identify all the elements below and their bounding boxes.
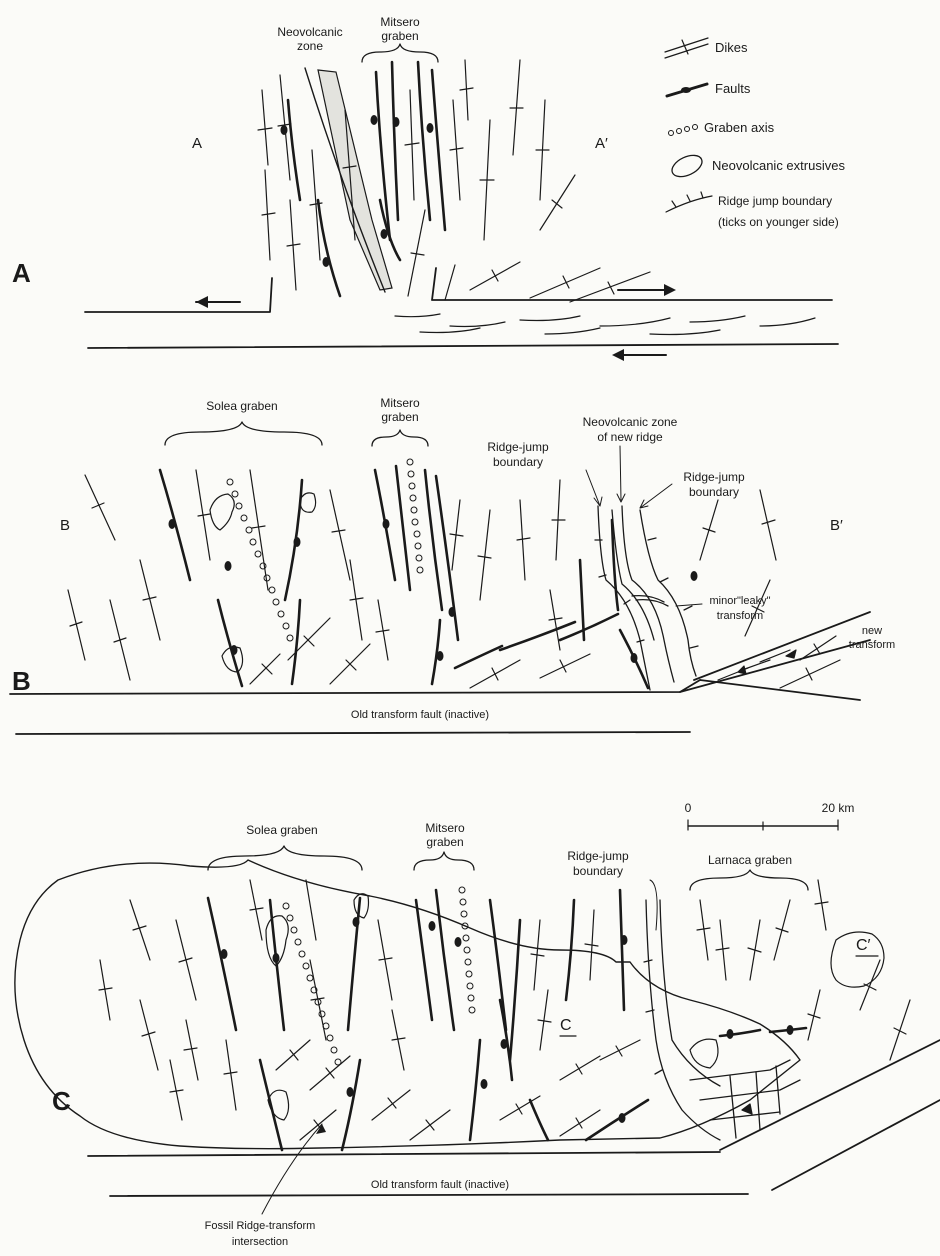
scale-bar: 0 20 km bbox=[685, 801, 855, 830]
panel-c-fossil-label-1: Fossil Ridge-transform bbox=[205, 1220, 316, 1232]
legend-ridge-jump-symbol bbox=[666, 192, 712, 212]
panel-c-fossil-label-2: intersection bbox=[232, 1236, 288, 1248]
panel-b-solea-label: Solea graben bbox=[206, 399, 277, 413]
panel-b-rj-left-label-2: boundary bbox=[493, 455, 543, 469]
legend-graben-axis-label: Graben axis bbox=[704, 120, 775, 135]
panel-c-mitsero-brace bbox=[414, 852, 474, 870]
panel-b-section-left: B bbox=[60, 517, 70, 534]
panel-a-mitsero-brace bbox=[362, 44, 438, 62]
panel-b-mitsero-brace bbox=[372, 430, 428, 446]
panel-c: C 0 20 km Solea graben Mitsero graben Ri… bbox=[15, 801, 940, 1248]
panel-c-rj-label-1: Ridge-jump bbox=[567, 849, 629, 863]
legend-dikes-symbol bbox=[665, 38, 708, 58]
panel-b-neo-label-2: of new ridge bbox=[597, 430, 663, 444]
panel-c-old-transform-label: Old transform fault (inactive) bbox=[371, 1179, 509, 1191]
panel-c-outcrops bbox=[266, 894, 718, 1120]
panel-a-section-left: A bbox=[192, 135, 202, 152]
panel-b-mitsero-label-2: graben bbox=[381, 410, 418, 424]
panel-a-transform bbox=[85, 268, 838, 348]
panel-c-faults bbox=[208, 890, 806, 1150]
panel-a-shear-fabric bbox=[395, 314, 815, 335]
legend: Dikes Faults Graben axis Neovolcanic ext… bbox=[665, 38, 845, 229]
panel-b-new-transform-label-1: new bbox=[862, 625, 882, 637]
panel-a: A Neovolcanic zone Mitsero graben A A′ bbox=[12, 15, 838, 361]
panel-b-mitsero-label-1: Mitsero bbox=[380, 396, 420, 410]
panel-c-solea-label: Solea graben bbox=[246, 823, 317, 837]
legend-dikes-label: Dikes bbox=[715, 40, 748, 55]
scale-bar-zero: 0 bbox=[685, 801, 692, 815]
panel-a-section-right: A′ bbox=[595, 135, 608, 152]
panel-b-rj-right-label-1: Ridge-jump bbox=[683, 470, 745, 484]
panel-c-larnaca-brace bbox=[690, 870, 808, 890]
legend-faults-symbol bbox=[667, 84, 707, 96]
panel-b-new-transform-label-2: transform bbox=[849, 639, 895, 651]
panel-b-leaky-label-1: minor"leaky" bbox=[710, 595, 771, 607]
panel-a-motion-arrows bbox=[196, 284, 676, 361]
panel-a-mitsero-label-1: Mitsero bbox=[380, 15, 420, 29]
panel-b-mitsero-axis bbox=[407, 459, 423, 573]
panel-c-transform bbox=[88, 1040, 940, 1196]
panel-c-mitsero-label-2: graben bbox=[426, 835, 463, 849]
panel-b-new-transform-fabric bbox=[718, 650, 796, 680]
legend-ridge-jump-note: (ticks on younger side) bbox=[718, 215, 839, 229]
panel-c-mitsero-label-1: Mitsero bbox=[425, 821, 465, 835]
panel-b-letter: B bbox=[12, 666, 31, 696]
panel-c-fossil-pointer bbox=[262, 1124, 322, 1214]
panel-b-section-right: B′ bbox=[830, 517, 843, 534]
panel-b-solea-brace bbox=[165, 422, 322, 445]
panel-b-solea-axis bbox=[227, 479, 293, 641]
panel-a-faults bbox=[288, 62, 445, 296]
panel-a-letter: A bbox=[12, 258, 31, 288]
panel-c-section-c: C bbox=[560, 1017, 572, 1034]
legend-graben-axis-symbol bbox=[669, 125, 698, 136]
panel-b-dikes bbox=[68, 470, 840, 688]
scale-bar-end: 20 km bbox=[822, 801, 855, 815]
legend-ridge-jump-label: Ridge jump boundary bbox=[718, 194, 832, 208]
panel-c-mitsero-axis bbox=[459, 887, 475, 1013]
panel-c-larnaca-label: Larnaca graben bbox=[708, 853, 792, 867]
panel-b-neo-label-1: Neovolcanic zone bbox=[583, 415, 678, 429]
panel-b-old-transform-label: Old transform fault (inactive) bbox=[351, 709, 489, 721]
panel-a-dikes bbox=[258, 60, 650, 302]
panel-c-fault-ticks bbox=[221, 917, 794, 1123]
legend-neovolcanic-symbol bbox=[669, 151, 706, 181]
panel-a-mitsero-label-2: graben bbox=[381, 29, 418, 43]
panel-b-outcrops bbox=[210, 493, 316, 672]
panel-c-section-c-prime: C′ bbox=[856, 937, 871, 954]
legend-faults-label: Faults bbox=[715, 81, 751, 96]
panel-a-neovolcanic-label-1: Neovolcanic bbox=[277, 25, 342, 39]
panel-c-island-outline bbox=[15, 860, 800, 1149]
panel-c-rj-pointer bbox=[650, 880, 657, 930]
panel-b: B Solea graben Mitsero graben Neovolcani… bbox=[10, 396, 895, 734]
panel-b-rj-left-label-1: Ridge-jump bbox=[487, 440, 549, 454]
panel-c-solea-axis bbox=[283, 903, 341, 1065]
panel-c-rj-label-2: boundary bbox=[573, 864, 623, 878]
panel-a-neovolcanic-label-2: zone bbox=[297, 39, 323, 53]
panel-b-rj-right-label-2: boundary bbox=[689, 485, 739, 499]
panel-b-ridge-jump-boundaries bbox=[595, 506, 698, 690]
legend-neovolcanic-label: Neovolcanic extrusives bbox=[712, 158, 845, 173]
